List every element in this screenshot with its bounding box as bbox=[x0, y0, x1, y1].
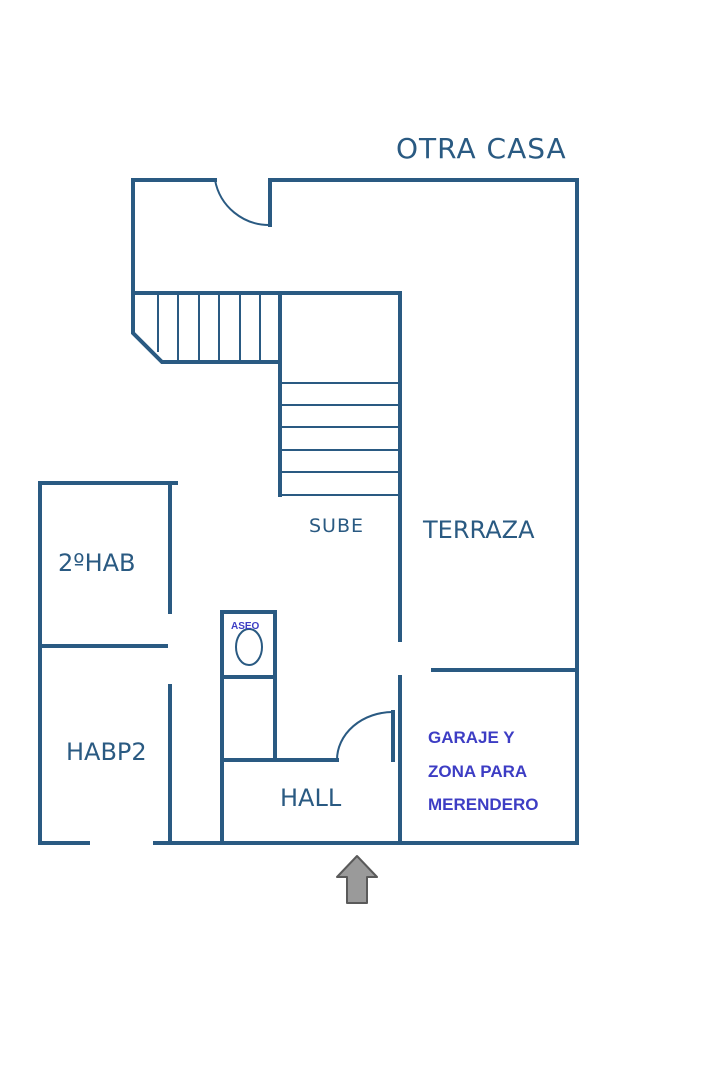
otra-casa-label: OTRA CASA bbox=[396, 132, 567, 165]
outer-walls bbox=[38, 178, 579, 845]
bedroom-walls bbox=[38, 481, 172, 845]
garaje-label-line1: GARAJE Y bbox=[428, 728, 515, 747]
terraza-label: TERRAZA bbox=[422, 516, 535, 544]
hall-label: HALL bbox=[280, 784, 342, 812]
toilet-icon bbox=[235, 628, 263, 666]
sube-label: SUBE bbox=[309, 515, 364, 537]
garaje-label-line2: ZONA PARA bbox=[428, 762, 527, 781]
top-door bbox=[214, 178, 272, 227]
staircase bbox=[131, 291, 402, 642]
segundo-hab-label: 2ºHAB bbox=[58, 549, 136, 577]
up-arrow-icon bbox=[336, 855, 378, 904]
habp2-label: HABP2 bbox=[66, 738, 147, 766]
aseo-room bbox=[220, 610, 277, 845]
garaje-label-line3: MERENDERO bbox=[428, 795, 539, 814]
aseo-label: ASEO bbox=[231, 621, 260, 632]
hall-walls bbox=[220, 710, 395, 762]
garage-walls bbox=[398, 668, 579, 845]
